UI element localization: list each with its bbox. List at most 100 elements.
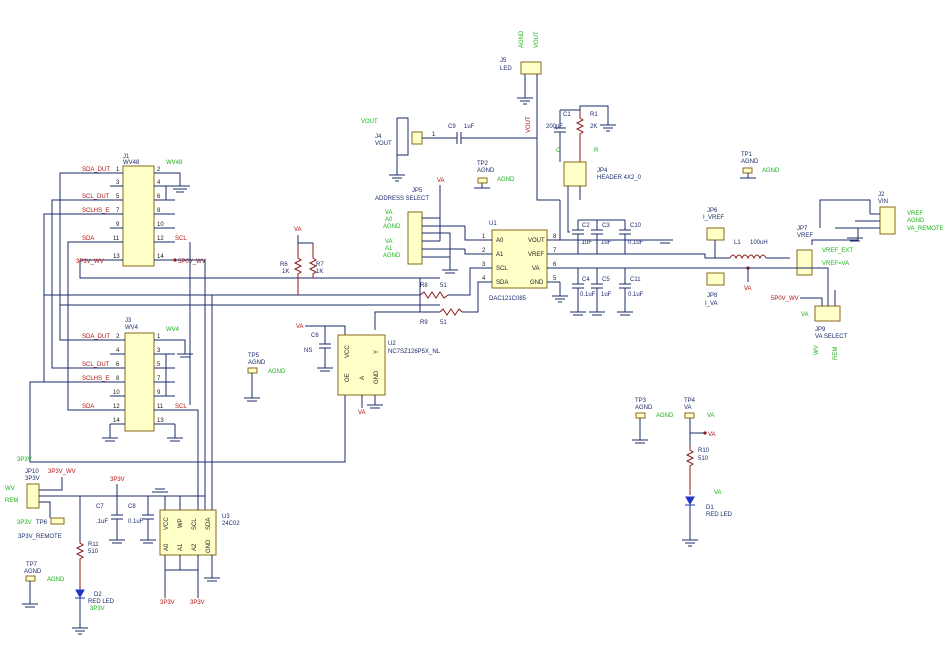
svg-text:A1: A1 xyxy=(496,252,504,258)
header-jp4[interactable]: C R JP4 HEADER 4X2_0 xyxy=(556,148,642,233)
svg-text:11: 11 xyxy=(113,236,120,242)
tp7-net: AGND xyxy=(47,577,65,583)
capacitor-c7[interactable]: C7 .1uF xyxy=(96,496,123,540)
testpoint-tp1[interactable]: TP1 AGND AGND xyxy=(740,152,780,179)
jp5-net-va2: VA xyxy=(385,239,393,245)
led-d2[interactable]: D2 RED LED 3P3V xyxy=(75,589,115,628)
jp10-net-3p3v: 3P3V xyxy=(17,457,32,463)
connector-j2[interactable]: J2 VIN VREF AGND VA_REMOTE xyxy=(819,192,944,235)
capacitor-c5[interactable]: C5 1uF xyxy=(591,268,612,312)
vout-label: VOUT xyxy=(526,116,532,133)
c10-value: 0.1uF xyxy=(628,240,644,246)
testpoint-tp7[interactable]: TP7 AGND AGND xyxy=(22,562,65,608)
resistor-r11[interactable]: R11 510 xyxy=(75,540,99,590)
r6-value: 1K xyxy=(282,269,289,275)
d2-value: RED LED xyxy=(88,599,115,605)
c1-value: 200pF xyxy=(546,124,563,130)
resistor-r9[interactable]: R9 51 xyxy=(420,308,463,326)
svg-text:4: 4 xyxy=(157,180,161,186)
capacitor-c3[interactable]: C3 1uF xyxy=(591,220,612,254)
p3v-label: 3P3V xyxy=(110,477,125,483)
svg-text:12: 12 xyxy=(157,236,164,242)
tp1-ref: TP1 xyxy=(741,152,753,158)
jp5-ref: JP5 xyxy=(412,188,423,194)
svg-text:4: 4 xyxy=(116,348,120,354)
connector-j1[interactable]: J1 WV48 WV48 SDA_DUT SCL_DUT SCLHS_E SDA… xyxy=(76,154,206,267)
j3-value: WV4 xyxy=(125,325,139,331)
u2-value: NC7SZ126P5X_NL xyxy=(388,349,441,355)
testpoint-tp4[interactable]: TP4 VA VA xyxy=(684,398,715,445)
capacitor-c2[interactable]: C2 .1uF xyxy=(572,220,592,254)
va-label: VA xyxy=(708,432,716,438)
jumper-jp6[interactable]: JP6 I_VREF xyxy=(703,208,725,258)
u3-value: 24C02 xyxy=(222,521,240,527)
capacitor-c9[interactable]: C9 1uF xyxy=(422,124,537,144)
svg-text:13: 13 xyxy=(157,418,164,424)
testpoint-tp5[interactable]: TP5 AGND AGND xyxy=(244,353,286,402)
r11-value: 510 xyxy=(88,549,99,555)
connector-j5[interactable]: J5 LED AGND VOUT xyxy=(500,30,560,201)
resistor-r10[interactable]: R10 510 xyxy=(685,445,710,495)
jp9-5p0v-wv: 5P0V_WV xyxy=(771,296,799,302)
svg-text:8: 8 xyxy=(157,208,161,214)
inductor-l1[interactable]: L1 100uH xyxy=(729,240,790,260)
capacitor-c11[interactable]: C11 0.1uF xyxy=(619,268,644,312)
j2-value: VIN xyxy=(878,199,888,205)
resistor-r1[interactable]: R1 2K xyxy=(575,110,598,162)
va-label: VA xyxy=(296,324,304,330)
ic-u2-buffer[interactable]: U2 NC7SZ126P5X_NL VCC Y OE A GND xyxy=(337,334,441,408)
jp4-value: HEADER 4X2_0 xyxy=(597,175,642,181)
capacitor-c4[interactable]: C4 0.1uF xyxy=(572,268,596,312)
resistor-r6[interactable]: R6 1K xyxy=(280,235,303,295)
capacitor-c10[interactable]: C10 0.1uF xyxy=(619,220,644,254)
header-jp10[interactable]: JP10 3P3V WV REM xyxy=(5,469,81,540)
header-jp7[interactable]: JP7 VREF VREF_EXT VREF=VA I_VA xyxy=(796,226,870,276)
svg-text:VA: VA xyxy=(532,266,540,272)
led-d1[interactable]: D1 RED LED VA xyxy=(685,490,733,540)
svg-text:A0: A0 xyxy=(164,543,170,551)
c11-ref: C11 xyxy=(630,277,641,283)
l1-value: 100uH xyxy=(750,240,768,246)
svg-text:GND: GND xyxy=(206,539,212,553)
j1-net-5p0v-wv: 5P0V_WV xyxy=(178,259,206,265)
j3-net-scl-dut: SCL_DUT xyxy=(82,362,110,368)
capacitor-c6[interactable]: C6 NS xyxy=(304,326,331,368)
header-jp5[interactable]: JP5 ADDRESS SELECT VA A0 AGND VA A1 AGND xyxy=(375,185,483,270)
connector-j4[interactable]: J4 VOUT VOUT 1 xyxy=(361,117,436,175)
capacitor-c8[interactable]: C8 0.1uF xyxy=(128,496,154,540)
r9-ref: R9 xyxy=(420,320,428,326)
wire xyxy=(305,325,346,335)
ic-u1-dac[interactable]: U1 DAC121C085 A0 A1 SCL SDA VOUT VREF VA… xyxy=(482,221,560,302)
capacitor-c1[interactable]: C1 200pF xyxy=(546,110,571,162)
va-label: VA xyxy=(437,178,445,184)
resistor-r8[interactable]: R8 51 xyxy=(419,283,449,299)
j3-net-sda-dut: SDA_DUT xyxy=(82,334,110,340)
svg-text:3: 3 xyxy=(482,262,486,268)
c9-ref: C9 xyxy=(448,124,456,130)
ic-u3-eeprom[interactable]: U3 24C02 VCC WP SCL SDA A0 A1 A2 GND xyxy=(159,496,240,598)
j3-net: WV4 xyxy=(166,327,180,333)
ground-symbol xyxy=(389,174,405,182)
r1-value: 2K xyxy=(590,124,597,130)
j1-net-sda: SDA xyxy=(82,236,94,242)
svg-text:10: 10 xyxy=(157,222,164,228)
header-jp9[interactable]: 5P0V_WV VA JP9 VA SELECT WV REM xyxy=(771,267,848,360)
r11-ref: R11 xyxy=(88,542,99,548)
j4-net: VOUT xyxy=(361,119,378,125)
resistor-r7[interactable]: R7 1K xyxy=(308,243,324,278)
testpoint-tp2[interactable]: TP2 AGND AGND xyxy=(474,161,515,189)
l1-ref: L1 xyxy=(734,240,741,246)
connector-j3[interactable]: J3 WV4 WV4 SDA_DUT SCL_DUT SCLHS_E SDA S… xyxy=(80,318,190,432)
testpoint-tp6[interactable]: 3P3V TP6 3P3V_REMOTE xyxy=(17,517,65,540)
tp3-net: AGND xyxy=(656,413,674,419)
c2-value: .1uF xyxy=(580,240,592,246)
jumper-jp8[interactable]: JP8 I_VA xyxy=(705,272,725,307)
svg-text:10: 10 xyxy=(113,390,120,396)
tp4-ref: TP4 xyxy=(684,398,696,404)
ground-symbol xyxy=(847,237,863,242)
r9-value: 51 xyxy=(440,320,447,326)
ground-symbol xyxy=(204,577,220,582)
p3v-label: 3P3V xyxy=(160,600,175,606)
ground-symbol xyxy=(109,488,168,544)
testpoint-tp3[interactable]: TP3 AGND AGND xyxy=(632,398,674,444)
